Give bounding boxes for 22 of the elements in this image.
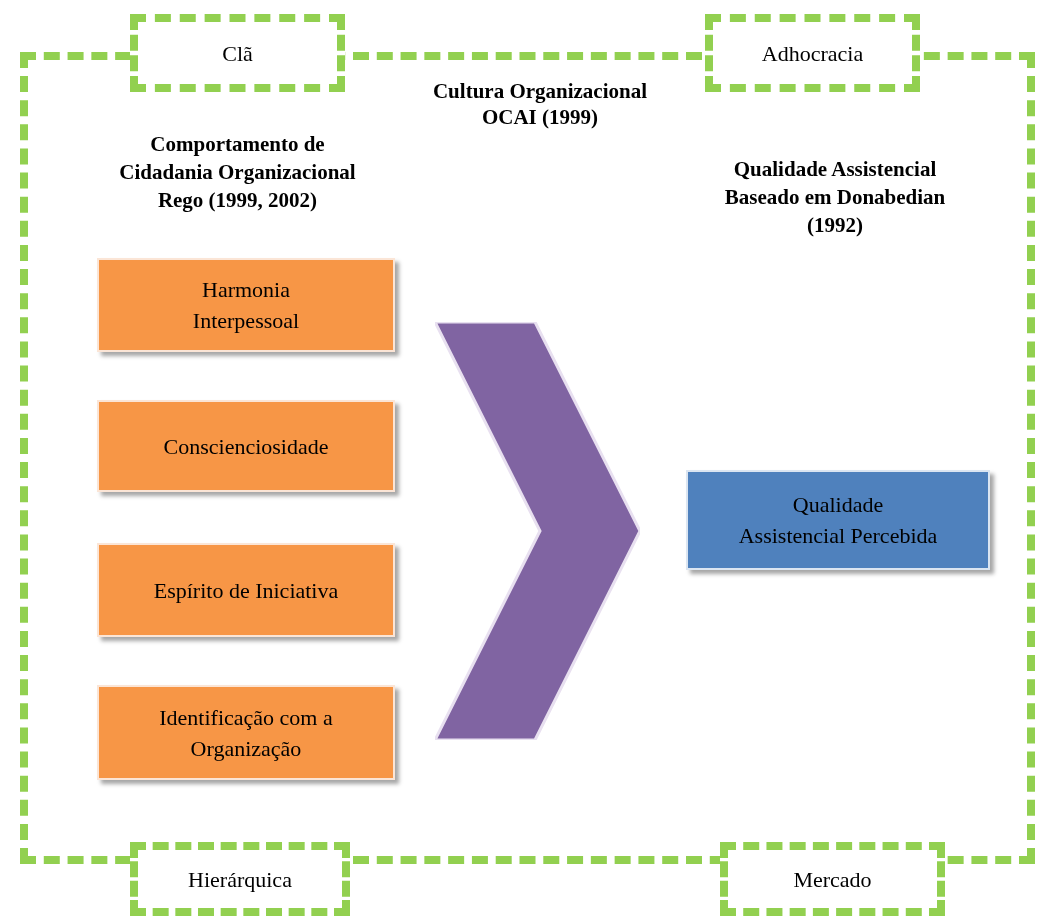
- dashed-box: [130, 842, 350, 916]
- dashed-box: [720, 842, 945, 916]
- box-label: Identificação com a Organização: [158, 703, 334, 763]
- section-heading: Comportamento de Cidadania Organizacional Rego (1999, 2002): [118, 131, 357, 214]
- box-label: Espírito de Iniciativa: [152, 576, 340, 605]
- box-label: Hierárquica: [188, 865, 292, 894]
- result-box: [686, 470, 990, 570]
- dashed-box: [705, 14, 920, 92]
- section-heading: Qualidade Assistencial Baseado em Donabedian (1992): [723, 156, 947, 239]
- box-label: Qualidade Assistencial Percebida: [738, 491, 938, 550]
- process-box: [97, 685, 395, 780]
- frame-title: Cultura Organizacional OCAI (1999): [431, 78, 649, 130]
- box-label: Harmonia Interpessoal: [191, 276, 301, 335]
- process-box: [97, 543, 395, 637]
- dashed-box: [130, 14, 345, 92]
- chevron-shape: [435, 322, 640, 740]
- process-box: [97, 258, 395, 352]
- box-label: Mercado: [793, 865, 872, 894]
- box-label: Clã: [222, 39, 253, 68]
- process-box: [97, 400, 395, 492]
- box-label: Adhocracia: [761, 39, 864, 68]
- box-label: Conscienciosidade: [162, 432, 330, 461]
